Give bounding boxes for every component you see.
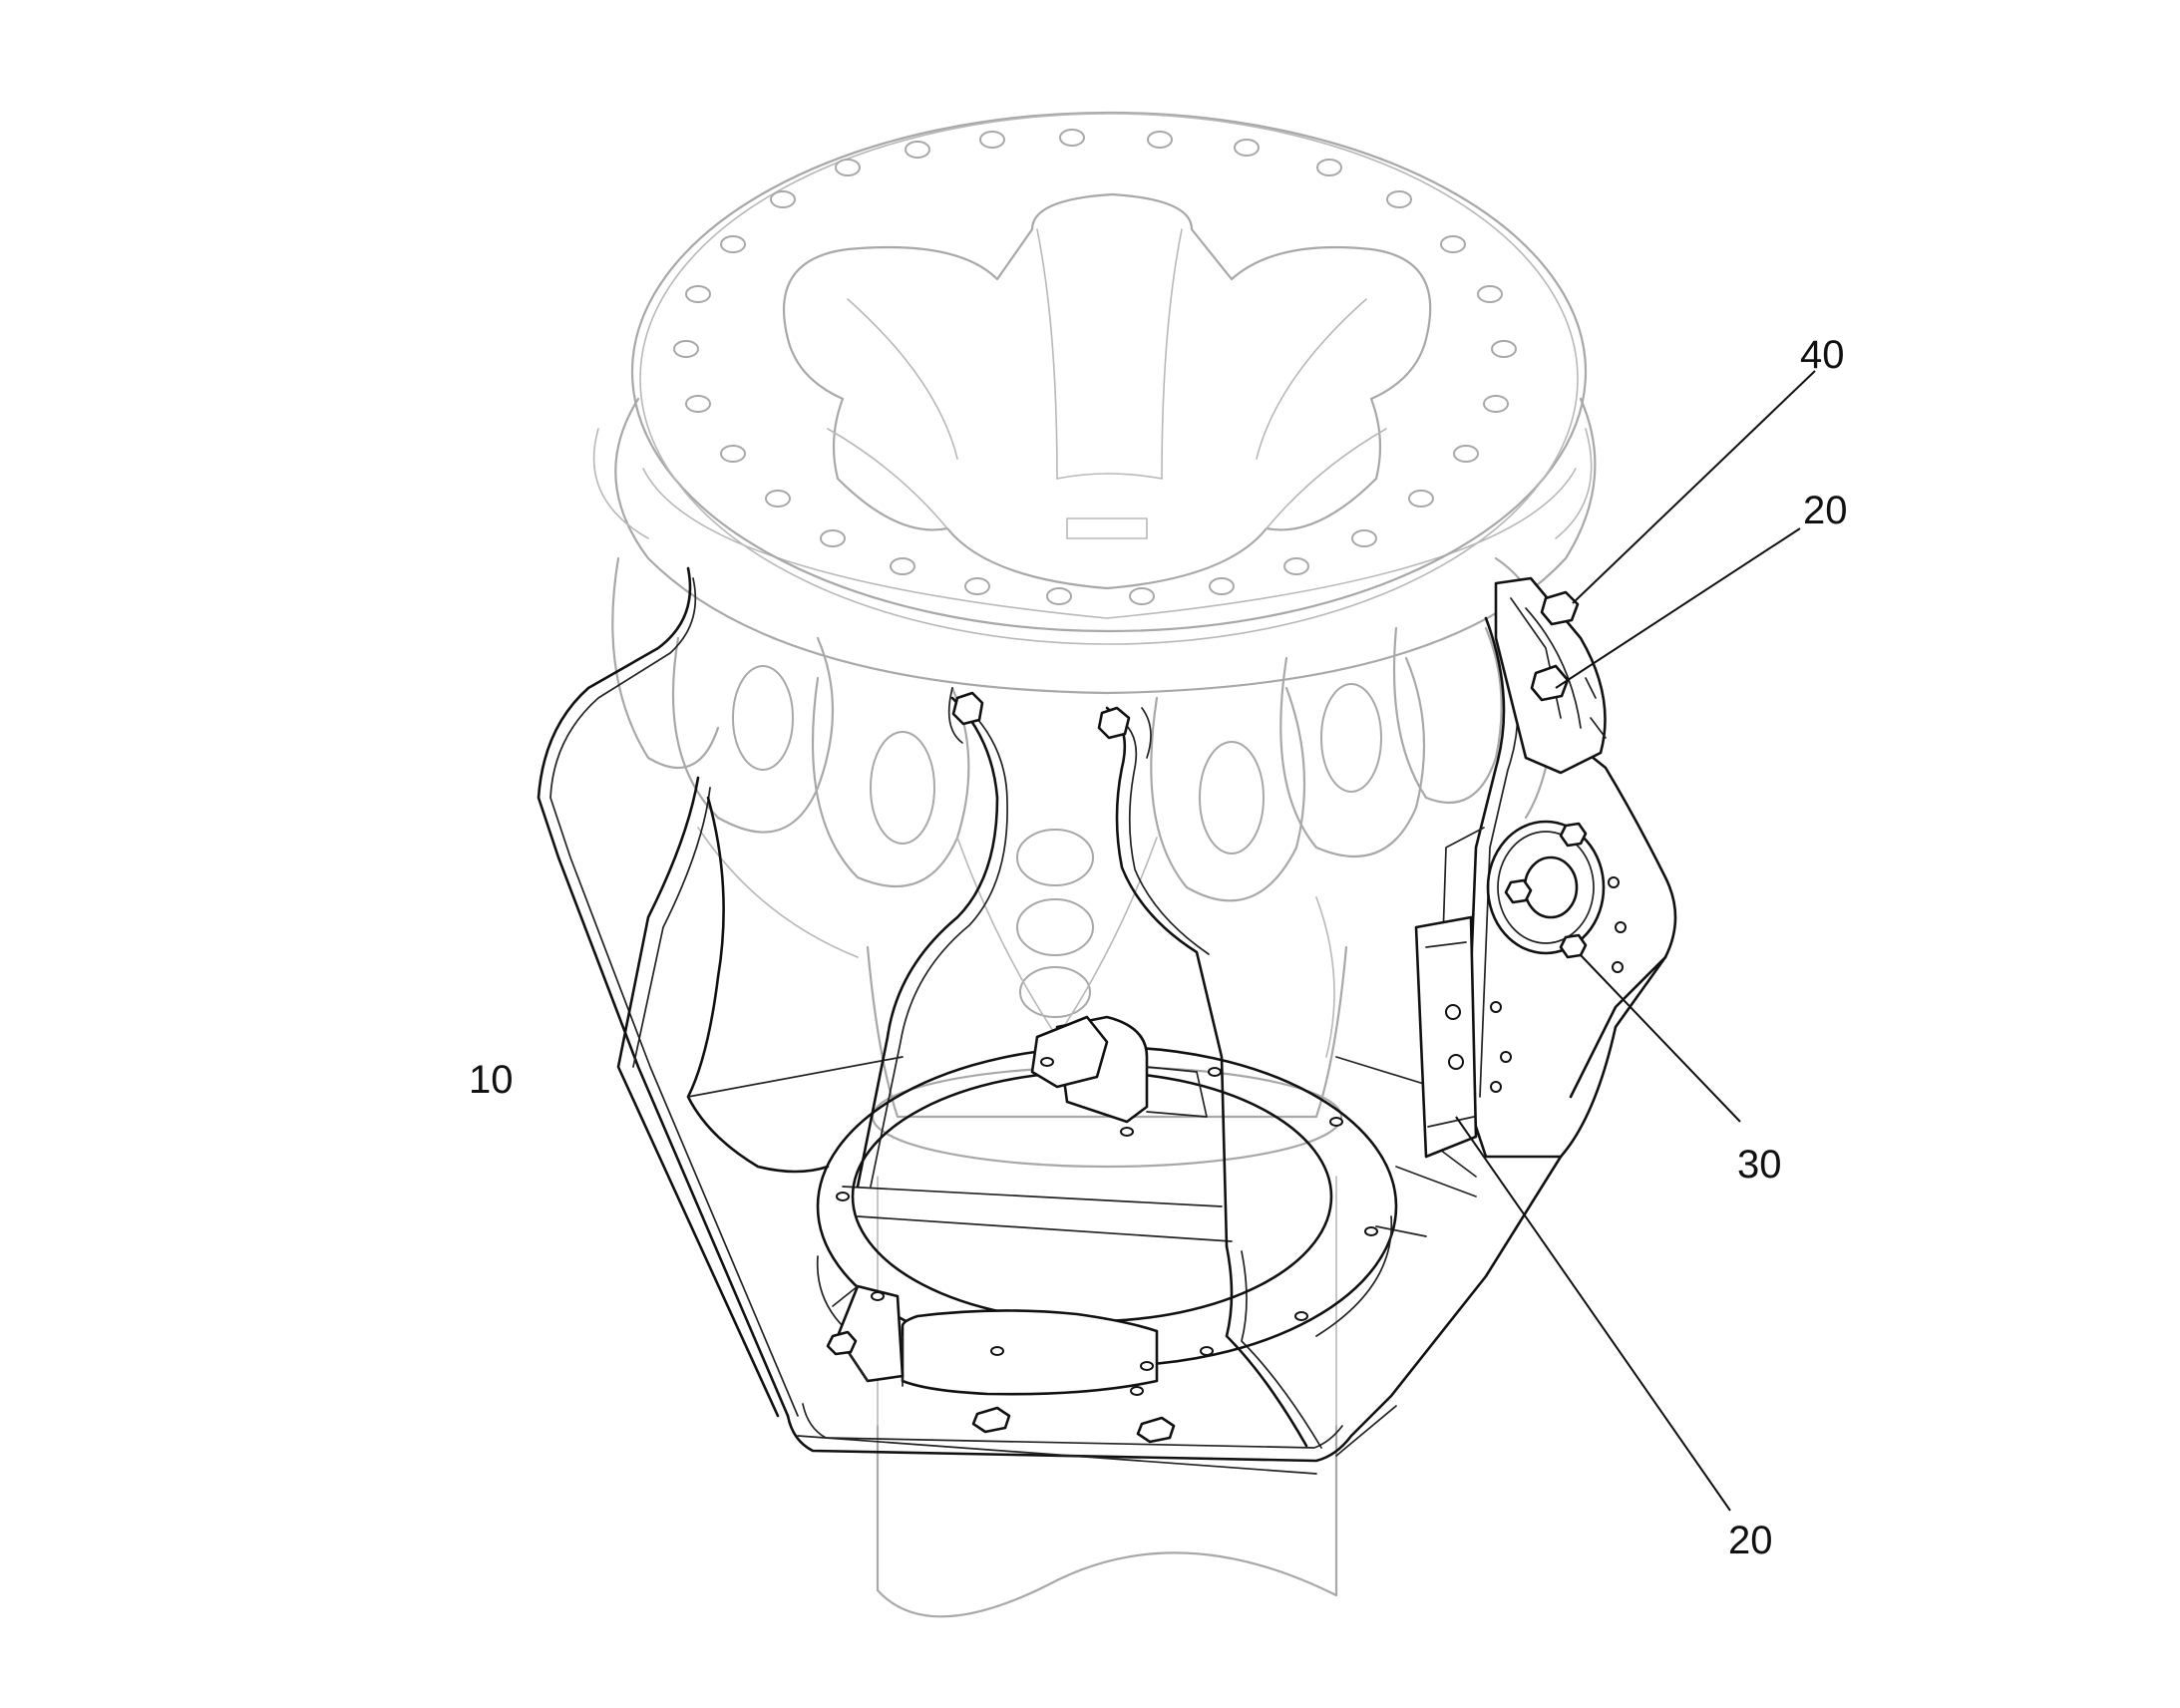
- ring-holes: [836, 1057, 1378, 1396]
- leader-40: [1572, 370, 1816, 604]
- leader-20-lower: [1455, 1116, 1731, 1512]
- reference-numeral-40: 40: [1800, 333, 1845, 377]
- reference-numeral-20-lower: 20: [1728, 1519, 1773, 1562]
- reference-numeral-30: 30: [1737, 1143, 1782, 1187]
- leader-20-upper: [1555, 527, 1801, 689]
- reference-numeral-20-upper: 20: [1803, 489, 1848, 532]
- flange-bolt-holes: [673, 129, 1517, 605]
- ghost-casting: [592, 111, 1597, 1618]
- leader-lines: [1455, 370, 1816, 1512]
- reference-numeral-10: 10: [469, 1058, 514, 1102]
- frame-assembly: [537, 566, 1677, 1475]
- leader-30: [1580, 954, 1741, 1123]
